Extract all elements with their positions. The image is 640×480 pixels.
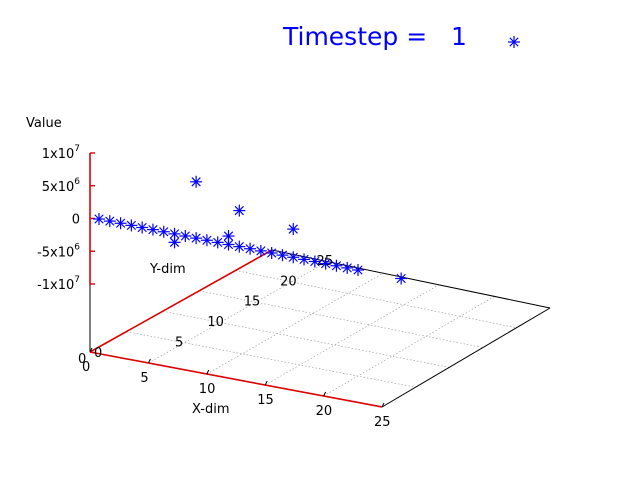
data-point: [308, 255, 321, 268]
x-tick: [264, 380, 268, 386]
data-point: [319, 257, 332, 270]
z-tick-label: 0: [72, 213, 80, 228]
data-point: [157, 225, 170, 238]
x-tick-label: 5: [140, 371, 148, 386]
data-point: [93, 213, 105, 225]
z-tick-label: -5x106: [37, 242, 80, 260]
data-point: [222, 238, 235, 251]
axes: [89, 152, 551, 408]
x-tick-label: 20: [316, 404, 333, 419]
z-tick-label: 1x107: [42, 144, 80, 162]
chart-title: Timestep = 1: [282, 22, 467, 51]
box-edge: [381, 307, 551, 408]
y-tick-label: 5: [175, 336, 183, 351]
data-point: [125, 219, 138, 232]
data-point: [287, 223, 300, 236]
data-point: [276, 249, 289, 262]
z-tick-label: 5x106: [42, 177, 81, 195]
y-axis-line: [89, 249, 273, 353]
x-tick: [323, 391, 327, 397]
data-point: [341, 261, 354, 274]
x-tick: [381, 402, 385, 408]
x-tick: [206, 369, 210, 375]
x-axis-title: X-dim: [192, 402, 229, 417]
data-point: [136, 221, 149, 234]
origin-label: 0: [78, 352, 86, 367]
data-point: [352, 264, 364, 276]
data-point: [330, 259, 343, 272]
data-point: [254, 244, 267, 257]
data-point: [179, 230, 192, 242]
data-point: [222, 230, 235, 243]
data-point: [103, 215, 116, 228]
x-tick-label: 15: [257, 393, 274, 408]
grid-line: [235, 270, 517, 329]
y-tick-label: 15: [244, 295, 261, 310]
z-axis-title: Value: [26, 116, 62, 131]
data-point: [146, 223, 159, 236]
data-point: [244, 242, 257, 255]
y-axis-title: Y-dim: [149, 262, 186, 277]
grid-line: [265, 284, 439, 386]
grid-line: [206, 272, 384, 375]
data-point: [233, 204, 246, 217]
y-tick-label: 10: [207, 315, 224, 330]
data-points: [93, 175, 408, 285]
grid-line: [323, 296, 495, 397]
y-tick-label: 20: [280, 274, 297, 289]
x-axis-line: [89, 351, 383, 408]
data-point: [200, 234, 213, 247]
y-tick-label: 25: [317, 254, 334, 269]
legend-marker: [508, 36, 520, 48]
grid: [126, 249, 551, 408]
data-point: [190, 232, 203, 245]
grid-line: [126, 331, 416, 388]
data-point: [298, 253, 311, 266]
x-tick-label: 25: [374, 415, 391, 430]
data-point: [211, 236, 224, 249]
data-point: [168, 236, 181, 249]
data-point: [265, 247, 278, 259]
data-point: [233, 240, 246, 253]
legend-star: [508, 36, 520, 48]
x-tick-label: 0: [82, 360, 90, 375]
data-point: [395, 272, 408, 285]
box-edge: [271, 249, 551, 309]
grid-line: [148, 261, 328, 364]
x-tick: [147, 358, 151, 364]
data-point: [287, 251, 300, 264]
data-point: [190, 175, 203, 188]
data-point: [114, 217, 127, 230]
grid-line: [162, 310, 450, 368]
z-tick-label: -1x107: [37, 275, 80, 293]
grid-line: [199, 290, 483, 348]
x-tick: [89, 347, 93, 353]
x-tick-label: 10: [199, 382, 216, 397]
origin-label: 0: [94, 346, 102, 361]
legend: [508, 36, 520, 48]
